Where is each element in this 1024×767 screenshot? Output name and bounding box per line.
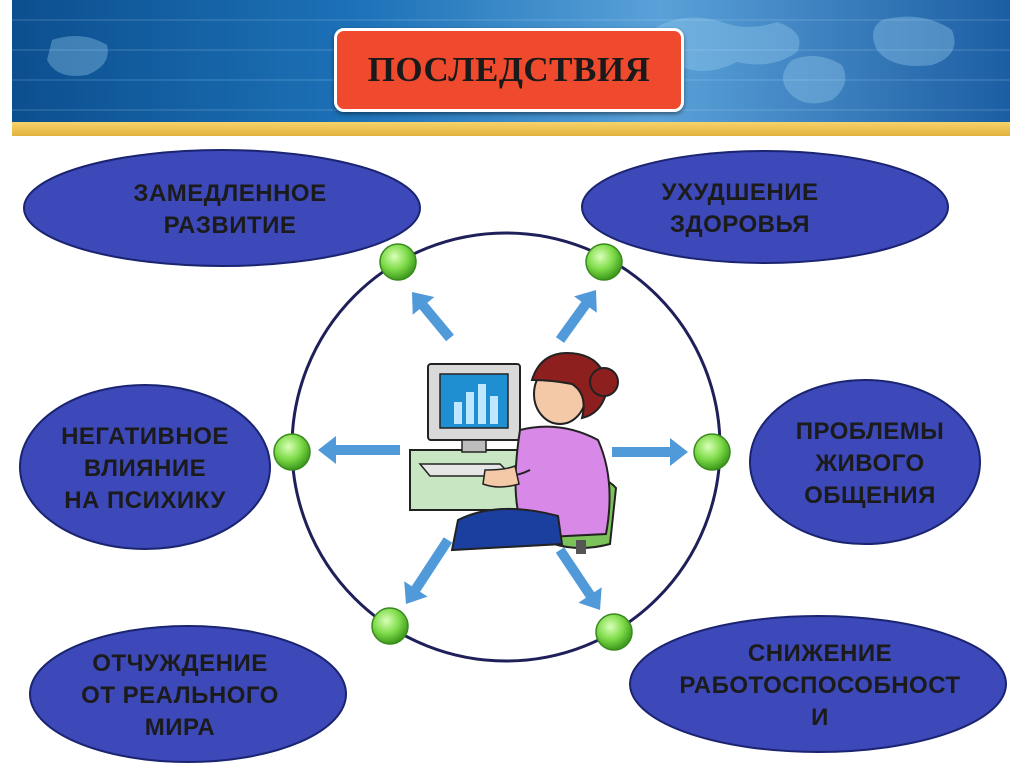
label-alienation-line-1: ОТЧУЖДЕНИЕ [92,650,268,677]
label-communication-problems-line-2: ЖИВОГО [814,450,924,477]
consequence-reduced-performance: СНИЖЕНИЕ РАБОТОСПОСОБНОСТ И [629,615,1007,753]
arrow-reduced-performance [555,547,602,610]
ellipse-health-deterioration [581,150,949,264]
label-reduced-performance-line-1: СНИЖЕНИЕ [748,640,892,667]
label-negative-psyche-line-3: НА ПСИХИКУ [64,487,226,514]
woman-at-computer-icon [409,352,619,554]
ellipse-alienation [29,625,347,763]
page-title: ПОСЛЕДСТВИЯ [367,50,651,89]
consequence-health-deterioration: УХУДШЕНИЕ ЗДОРОВЬЯ [581,150,949,264]
title-box: ПОСЛЕДСТВИЯ [334,28,684,112]
label-negative-psyche-line-2: ВЛИЯНИЕ [84,455,206,482]
consequence-slowed-development: ЗАМЕДЛЕННОЕ РАЗВИТИЕ [23,149,421,267]
ellipse-negative-psyche [19,384,271,550]
ellipse-reduced-performance [629,615,1007,753]
label-communication-problems-line-3: ОБЩЕНИЯ [804,482,936,509]
ellipse-slowed-development [23,149,421,267]
label-health-deterioration-line-2: ЗДОРОВЬЯ [670,211,810,238]
node-slowed-development [379,243,417,281]
consequence-alienation: ОТЧУЖДЕНИЕ ОТ РЕАЛЬНОГО МИРА [29,625,347,763]
label-reduced-performance-line-3: И [811,704,829,731]
label-reduced-performance-line-2: РАБОТОСПОСОБНОСТ [679,672,960,699]
label-negative-psyche-line-1: НЕГАТИВНОЕ [61,423,229,450]
arrow-alienation [404,537,453,604]
node-alienation [371,607,409,645]
arrow-communication-problems [612,438,688,466]
node-negative-psyche [273,433,311,471]
consequence-communication-problems: ПРОБЛЕМЫ ЖИВОГО ОБЩЕНИЯ [749,379,981,545]
nodes [273,243,731,651]
node-health-deterioration [585,243,623,281]
label-alienation-line-3: МИРА [145,714,215,741]
label-communication-problems-line-1: ПРОБЛЕМЫ [796,418,945,445]
arrows [318,290,688,610]
node-reduced-performance [595,613,633,651]
consequence-ellipses: ЗАМЕДЛЕННОЕ РАЗВИТИЕ УХУДШЕНИЕ ЗДОРОВЬЯ НЕГА… [19,149,1007,763]
label-slowed-development-line-2: РАЗВИТИЕ [164,212,297,239]
label-health-deterioration-line-1: УХУДШЕНИЕ [662,179,819,206]
arrow-slowed-development [412,292,454,342]
node-communication-problems [693,433,731,471]
header-banner: ПОСЛЕДСТВИЯ [12,0,1010,138]
banner-gold-strip [12,122,1010,136]
consequence-negative-psyche: НЕГАТИВНОЕ ВЛИЯНИЕ НА ПСИХИКУ [19,384,271,550]
label-alienation-line-2: ОТ РЕАЛЬНОГО [81,682,279,709]
arrow-negative-psyche [318,436,400,464]
label-slowed-development-line-1: ЗАМЕДЛЕННОЕ [133,180,326,207]
ellipse-communication-problems [749,379,981,545]
arrow-health-deterioration [555,290,597,343]
